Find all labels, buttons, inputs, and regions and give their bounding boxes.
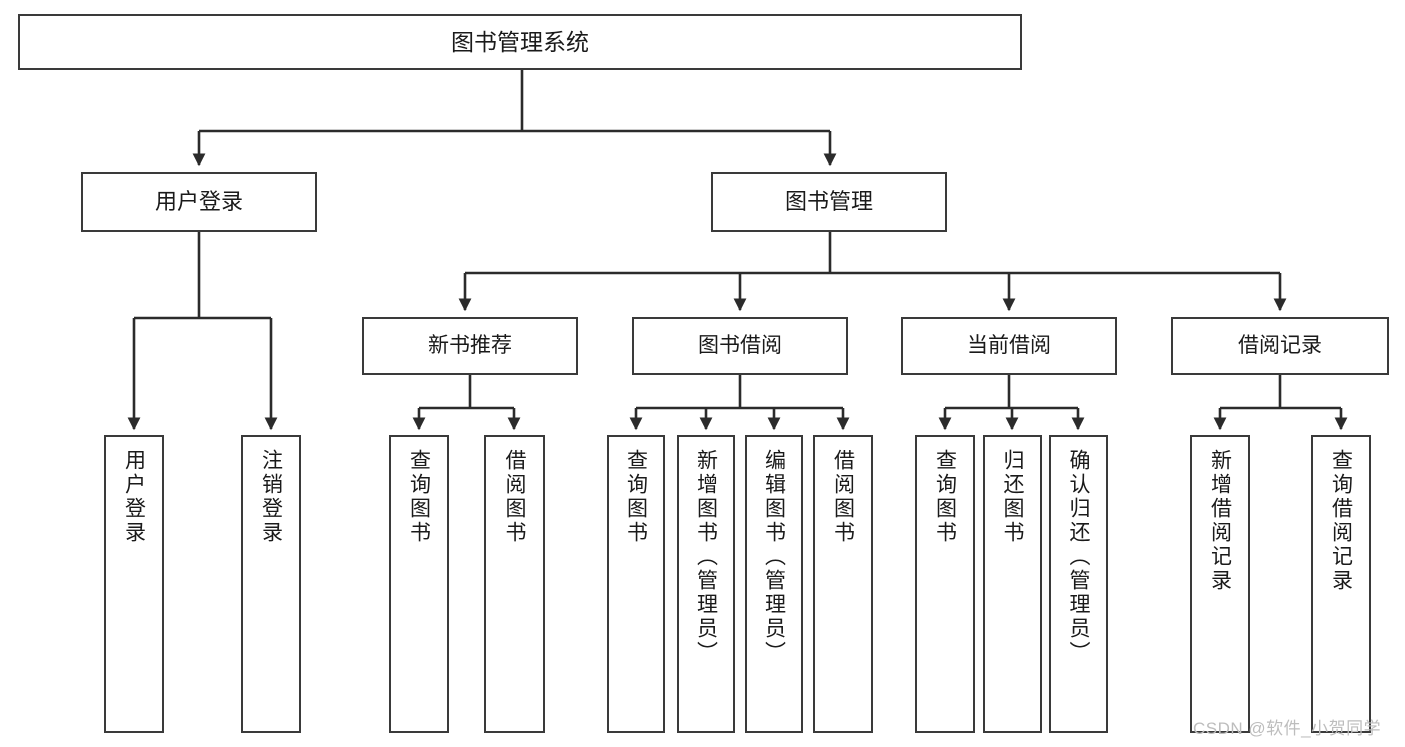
- leaf-logout-label: 注销登录: [259, 449, 283, 545]
- node-book-management[interactable]: 图书管理: [711, 172, 947, 232]
- node-borrow-record-label: 借阅记录: [1238, 333, 1322, 357]
- node-new-book-recommend-label: 新书推荐: [428, 333, 512, 357]
- leaf-borrow-book-bw[interactable]: 借阅图书: [813, 435, 873, 733]
- node-user-login[interactable]: 用户登录: [81, 172, 317, 232]
- node-new-book-recommend[interactable]: 新书推荐: [362, 317, 578, 375]
- node-root[interactable]: 图书管理系统: [18, 14, 1022, 70]
- leaf-user-login-label: 用户登录: [122, 449, 146, 545]
- leaf-return-book[interactable]: 归还图书: [983, 435, 1042, 733]
- leaf-confirm-return-admin[interactable]: 确认归还（管理员）: [1049, 435, 1108, 733]
- node-root-label: 图书管理系统: [451, 28, 589, 55]
- leaf-query-borrow-record-label: 查询借阅记录: [1329, 449, 1353, 593]
- leaf-borrow-book-bw-label: 借阅图书: [831, 449, 855, 545]
- leaf-query-book-nb[interactable]: 查询图书: [389, 435, 449, 733]
- leaf-add-book-admin-label: 新增图书（管理员）: [694, 449, 718, 665]
- leaf-query-book-cb-label: 查询图书: [933, 449, 957, 545]
- leaf-query-book-bw[interactable]: 查询图书: [607, 435, 665, 733]
- leaf-borrow-book-nb[interactable]: 借阅图书: [484, 435, 545, 733]
- leaf-query-borrow-record[interactable]: 查询借阅记录: [1311, 435, 1371, 733]
- node-user-login-label: 用户登录: [154, 189, 243, 215]
- node-borrow-record[interactable]: 借阅记录: [1171, 317, 1389, 375]
- leaf-user-login[interactable]: 用户登录: [104, 435, 164, 733]
- leaf-borrow-book-nb-label: 借阅图书: [503, 449, 526, 545]
- leaf-confirm-return-admin-label: 确认归还（管理员）: [1067, 449, 1090, 665]
- node-book-borrow[interactable]: 图书借阅: [632, 317, 848, 375]
- node-current-borrow-label: 当前借阅: [967, 333, 1051, 357]
- node-book-management-label: 图书管理: [784, 189, 873, 215]
- leaf-query-book-bw-label: 查询图书: [624, 449, 648, 545]
- leaf-return-book-label: 归还图书: [1001, 449, 1024, 545]
- leaf-add-book-admin[interactable]: 新增图书（管理员）: [677, 435, 735, 733]
- leaf-edit-book-admin-label: 编辑图书（管理员）: [762, 449, 786, 665]
- leaf-add-borrow-record[interactable]: 新增借阅记录: [1190, 435, 1250, 733]
- leaf-logout[interactable]: 注销登录: [241, 435, 301, 733]
- leaf-query-book-nb-label: 查询图书: [407, 449, 431, 545]
- node-current-borrow[interactable]: 当前借阅: [901, 317, 1117, 375]
- leaf-add-borrow-record-label: 新增借阅记录: [1208, 449, 1232, 593]
- leaf-query-book-cb[interactable]: 查询图书: [915, 435, 975, 733]
- csdn-watermark: CSDN @软件_小贺同学: [1193, 719, 1382, 738]
- node-book-borrow-label: 图书借阅: [698, 333, 782, 357]
- leaf-edit-book-admin[interactable]: 编辑图书（管理员）: [745, 435, 803, 733]
